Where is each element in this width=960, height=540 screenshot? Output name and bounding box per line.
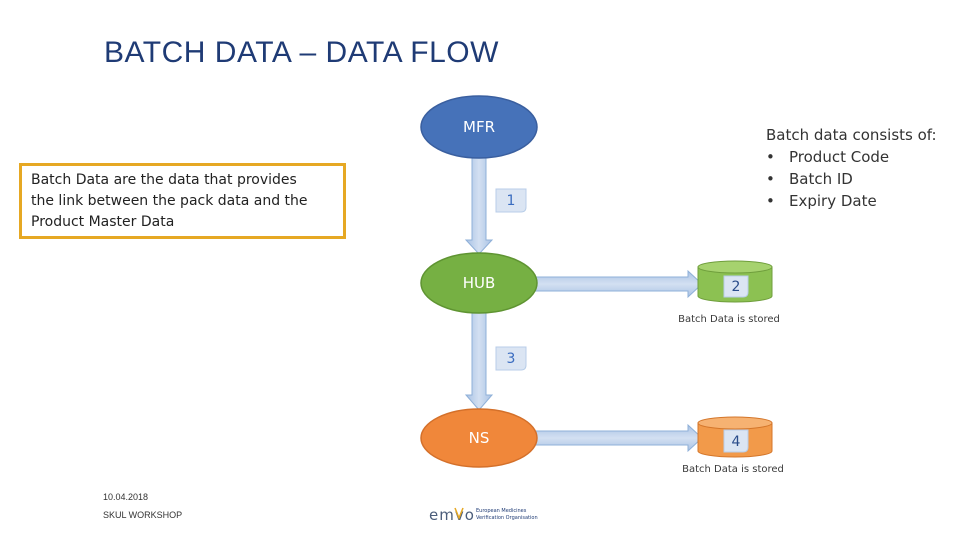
node-mfr: MFR [420,95,538,159]
list-item: • Expiry Date [766,190,937,212]
arrow-hub-to-store [533,269,703,299]
database-ns-store: 4 [697,416,773,458]
step-badge-3: 3 [495,346,527,371]
arrow-ns-to-store [533,423,703,453]
step-badge-1: 1 [495,188,527,213]
node-hub: HUB [420,252,538,314]
list-item-label: Batch ID [789,170,853,188]
batch-contents-list: Batch data consists of: • Product Code • B… [766,124,937,212]
node-ns-label: NS [469,429,490,447]
database-hub-store: 2 [697,260,773,303]
emvo-logo: emvo European Medicines Verification Org… [429,506,538,524]
node-ns: NS [420,408,538,468]
database-hub-number: 2 [732,279,741,295]
list-item-label: Expiry Date [789,192,877,210]
logo-mark: emvo [429,506,475,524]
list-item: • Batch ID [766,168,937,190]
bullet-icon: • [766,192,775,210]
batch-contents-header: Batch data consists of: [766,126,937,144]
page-title: BATCH DATA – DATA FLOW [104,36,499,69]
footer-date: 10.04.2018 [103,492,149,502]
step-1-label: 1 [507,193,516,209]
description-box: Batch Data are the data that provides th… [19,163,346,239]
logo-text-line-2: Verification Organisation [476,515,538,521]
database-ns-number: 4 [732,434,741,450]
footer-event: SKUL WORKSHOP [103,510,183,520]
node-hub-label: HUB [463,274,496,292]
bullet-icon: • [766,170,775,188]
arrow-mfr-to-hub [464,154,494,255]
description-line-1: Batch Data are the data that provides [31,172,297,188]
logo-accent-icon [454,507,464,521]
list-item-label: Product Code [789,148,890,166]
logo-text-line-1: European Medicines [476,508,527,514]
list-item: • Product Code [766,146,937,168]
step-3-label: 3 [507,351,516,367]
description-line-3: Product Master Data [31,214,175,230]
arrow-hub-to-ns [464,309,494,411]
node-mfr-label: MFR [463,118,495,136]
description-line-2: the link between the pack data and the [31,193,308,209]
bullet-icon: • [766,148,775,166]
database-ns-caption: Batch Data is stored [682,464,784,475]
database-hub-caption: Batch Data is stored [678,314,780,325]
